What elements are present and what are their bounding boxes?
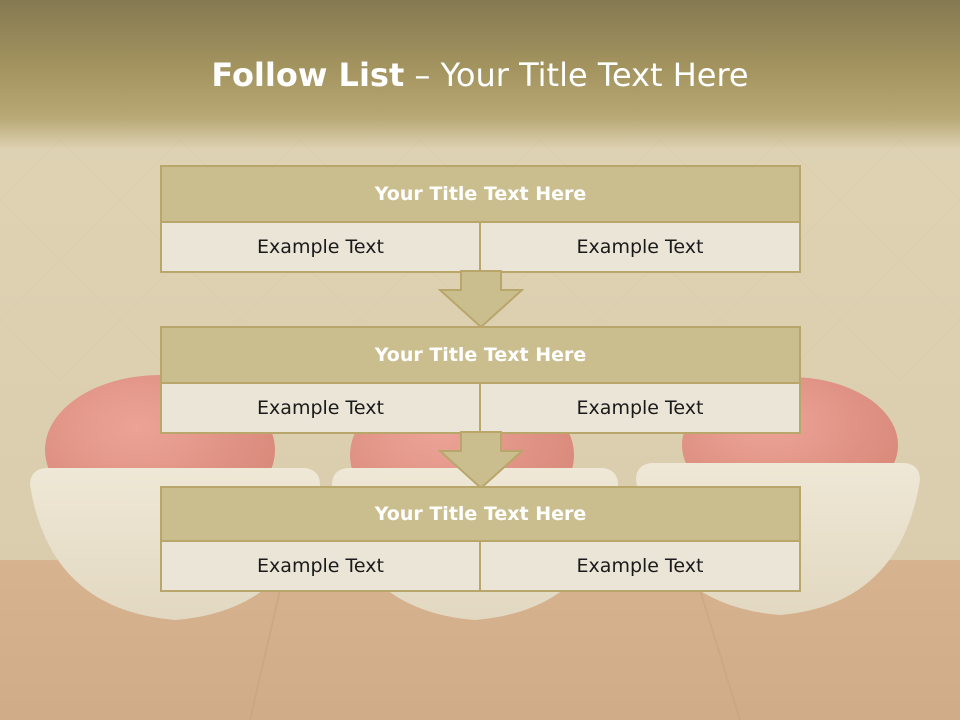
block-cell-right: Example Text bbox=[481, 223, 801, 273]
block-title: Your Title Text Here bbox=[160, 486, 801, 542]
title-band bbox=[0, 0, 960, 150]
list-block-2: Your Title Text Here Example Text Exampl… bbox=[160, 326, 801, 434]
block-cell-left: Example Text bbox=[160, 384, 481, 434]
down-arrow-icon bbox=[438, 270, 524, 328]
list-block-3: Your Title Text Here Example Text Exampl… bbox=[160, 486, 801, 592]
block-title: Your Title Text Here bbox=[160, 165, 801, 223]
block-cell-right: Example Text bbox=[481, 542, 801, 592]
block-cell-left: Example Text bbox=[160, 223, 481, 273]
block-row: Example Text Example Text bbox=[160, 223, 801, 273]
block-cell-left: Example Text bbox=[160, 542, 481, 592]
slide-title: Follow List – Your Title Text Here bbox=[0, 52, 960, 98]
slide-title-rest: – Your Title Text Here bbox=[414, 56, 749, 94]
down-arrow-icon bbox=[438, 431, 524, 489]
list-block-1: Your Title Text Here Example Text Exampl… bbox=[160, 165, 801, 273]
block-row: Example Text Example Text bbox=[160, 542, 801, 592]
slide-title-bold: Follow List bbox=[211, 56, 405, 94]
block-cell-right: Example Text bbox=[481, 384, 801, 434]
block-row: Example Text Example Text bbox=[160, 384, 801, 434]
block-title: Your Title Text Here bbox=[160, 326, 801, 384]
